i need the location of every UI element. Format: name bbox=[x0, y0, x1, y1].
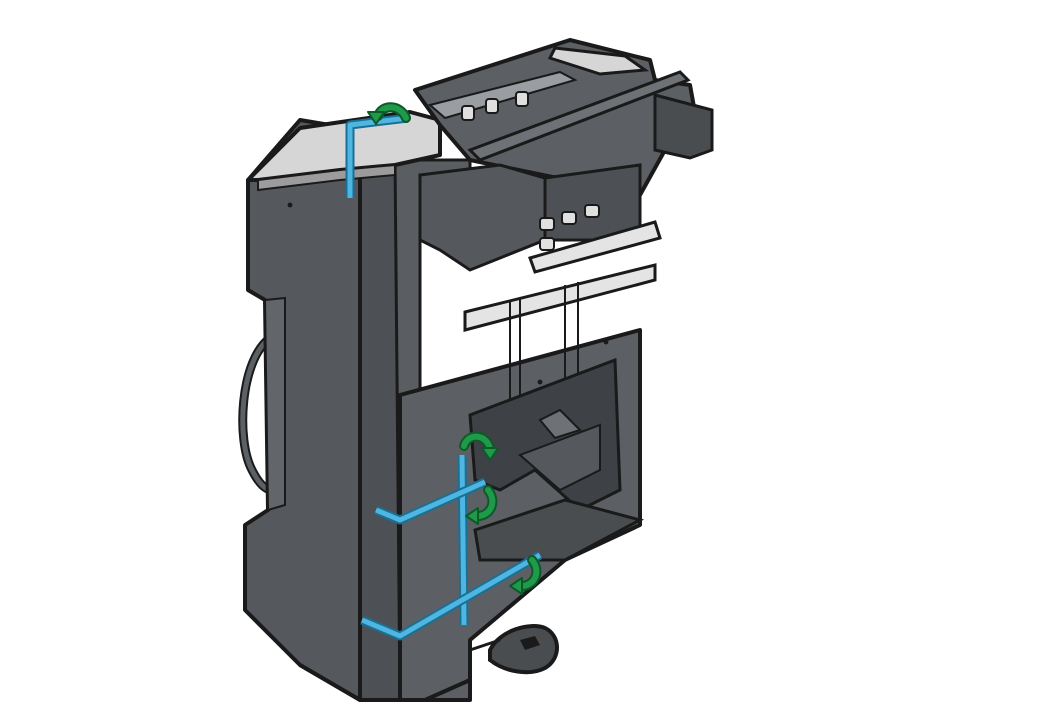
tape-horizontal-lower bbox=[360, 551, 543, 641]
guide-plate-lower bbox=[463, 263, 657, 332]
arrow-middle-2 bbox=[465, 485, 498, 525]
tape-horizontal-upper bbox=[374, 477, 487, 525]
top-rollers bbox=[461, 91, 529, 121]
stabilizer-foot bbox=[488, 624, 559, 675]
side-box bbox=[653, 93, 714, 160]
tape-top-left bbox=[345, 113, 409, 198]
arrow-top bbox=[367, 102, 411, 125]
top-cover-rear bbox=[547, 46, 650, 76]
vertical-rails bbox=[509, 282, 579, 400]
left-side-panel bbox=[243, 118, 362, 702]
lower-drawer bbox=[473, 498, 645, 562]
arrow-lower bbox=[509, 555, 542, 595]
output-tray-arm bbox=[467, 70, 691, 162]
middle-rollers bbox=[539, 204, 600, 251]
arrow-middle-1 bbox=[459, 431, 499, 461]
guide-plate-upper bbox=[528, 220, 662, 274]
shift-tray bbox=[418, 163, 547, 272]
